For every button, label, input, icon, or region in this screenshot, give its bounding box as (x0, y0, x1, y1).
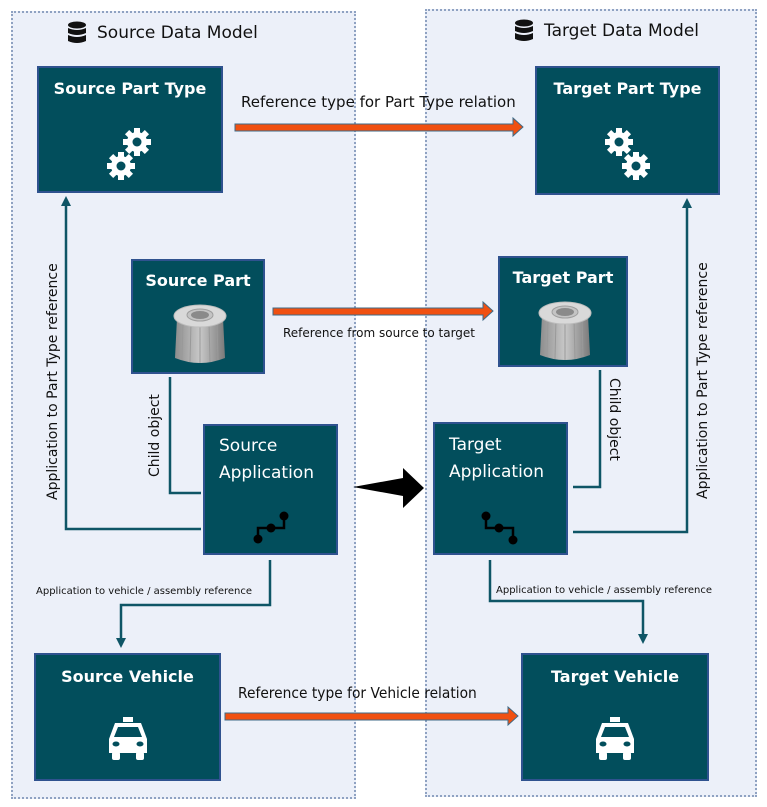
source-child-object-label: Child object (147, 394, 163, 477)
vehicle-reference-label: Reference type for Vehicle relation (238, 684, 477, 702)
target-part-type-node[interactable]: Target Part Type (535, 66, 720, 195)
target-application-title: Target Application (449, 435, 544, 482)
database-icon (515, 19, 533, 41)
target-model-label: Target Data Model (544, 21, 700, 41)
gears-icon (605, 128, 650, 180)
target-app-to-part-type-label: Application to Part Type reference (695, 262, 711, 499)
workflow-icon (253, 511, 289, 544)
gear-part-icon (538, 301, 592, 360)
target-part-title: Target Part (512, 268, 614, 287)
source-application-node[interactable]: Source Application (203, 424, 338, 555)
source-app-to-vehicle-label: Application to vehicle / assembly refere… (36, 586, 253, 597)
source-part-type-title: Source Part Type (53, 79, 207, 98)
gears-icon (107, 128, 151, 180)
target-application-node[interactable]: Target Application (433, 422, 568, 555)
application-mapping-arrow (353, 468, 424, 508)
source-application-title: Source Application (219, 436, 314, 483)
source-data-model-title: Source Data Model (67, 21, 258, 45)
source-part-type-node[interactable]: Source Part Type (37, 66, 223, 193)
workflow-icon (481, 511, 518, 545)
target-data-model-title: Target Data Model (514, 19, 699, 43)
source-vehicle-node[interactable]: Source Vehicle (34, 653, 221, 781)
source-vehicle-title: Source Vehicle (61, 667, 194, 686)
database-icon (68, 21, 86, 43)
target-part-type-title: Target Part Type (553, 79, 702, 98)
target-app-to-vehicle-label: Application to vehicle / assembly refere… (496, 585, 713, 596)
source-part-title: Source Part (145, 271, 251, 290)
part-type-reference-label: Reference type for Part Type relation (241, 93, 516, 111)
source-part-node[interactable]: Source Part (131, 259, 265, 374)
source-app-to-part-type-label: Application to Part Type reference (45, 263, 61, 500)
target-part-node[interactable]: Target Part (498, 256, 628, 367)
part-reference-label: Reference from source to target (283, 326, 475, 340)
gear-part-icon (173, 304, 227, 363)
source-model-label: Source Data Model (97, 23, 258, 43)
taxi-icon (109, 717, 147, 760)
taxi-icon (596, 717, 634, 760)
target-vehicle-title: Target Vehicle (550, 667, 680, 686)
target-vehicle-node[interactable]: Target Vehicle (521, 653, 709, 781)
target-child-object-label: Child object (606, 378, 622, 461)
